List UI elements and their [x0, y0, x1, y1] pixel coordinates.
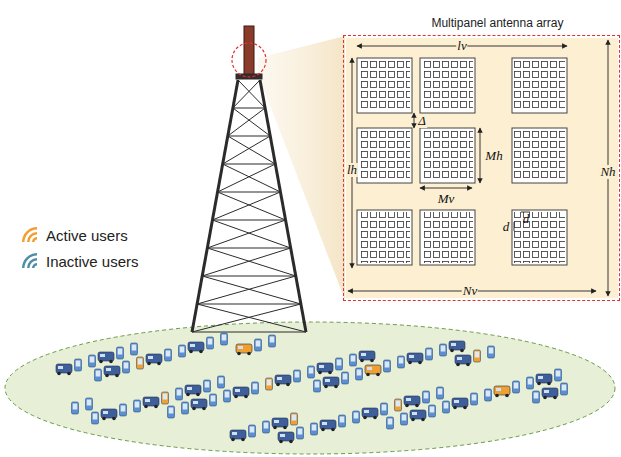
antenna-elements [422, 130, 473, 181]
legend-swatch [20, 252, 40, 270]
antenna-panel [512, 58, 567, 113]
array-board [346, 38, 618, 298]
antenna-elements [359, 60, 410, 111]
legend-text: Active users [46, 227, 128, 244]
dimension-label: lh [346, 163, 358, 177]
dimension-label: Mv [437, 192, 456, 206]
antenna-elements [359, 130, 410, 181]
dimension-label: Nh [599, 165, 616, 179]
zoom-heading: Multipanel antenna array [431, 16, 563, 30]
dimension-label: Mh [484, 149, 503, 163]
antenna-panel [512, 210, 567, 265]
antenna-elements [514, 212, 565, 263]
antenna-panel [357, 128, 412, 183]
antenna-panel [512, 128, 567, 183]
zoom-circle [232, 43, 266, 77]
coverage-area [5, 322, 615, 454]
zoom-box: Multipanel antenna array [343, 35, 620, 301]
antenna-panel [420, 58, 475, 113]
tower [192, 26, 306, 332]
antenna-elements [422, 212, 473, 263]
antenna-elements [359, 212, 410, 263]
dimension-lines [348, 40, 608, 296]
antenna-panel [357, 210, 412, 265]
dimension-label: Nv [462, 284, 478, 298]
antenna-elements [514, 130, 565, 181]
antenna-panel [420, 128, 475, 183]
legend-item: Inactive users [20, 252, 139, 270]
antenna-panel [420, 210, 475, 265]
dimension-label: d [502, 220, 511, 234]
dimension-label: Δ [417, 114, 427, 128]
antenna-panels [357, 58, 567, 265]
legend-text: Inactive users [46, 253, 139, 270]
users [56, 333, 568, 443]
legend-item: Active users [20, 226, 128, 244]
antenna-elements [422, 60, 473, 111]
antenna-panel [357, 58, 412, 113]
dimension-label: lv [456, 39, 467, 53]
legend-swatch [20, 226, 40, 244]
antenna-elements [514, 60, 565, 111]
zoom-fan [258, 36, 345, 300]
dimension-label: d [522, 212, 531, 226]
